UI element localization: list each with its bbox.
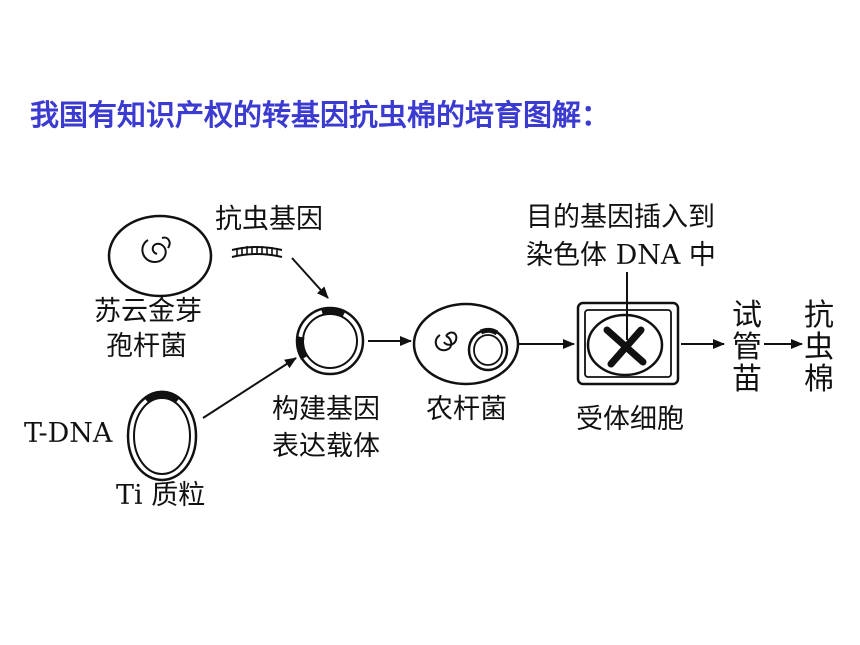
insect-resistant-cotton-label: 抗虫棉 — [804, 298, 834, 397]
bacillus-label-line2: 孢杆菌 — [106, 331, 187, 362]
bt-gene-fragment — [231, 246, 283, 258]
arrow-gene-to-vector — [291, 257, 329, 299]
vector-label-line1: 构建基因 — [272, 394, 380, 425]
agrobacterium-cell — [412, 302, 520, 386]
bacillus-label-line1: 苏云金芽 — [94, 296, 202, 327]
bacillus-cell — [107, 214, 213, 298]
bacillus-dna-icon — [141, 236, 171, 264]
vector-label-line2: 表达载体 — [272, 431, 380, 462]
arrow-plasmid-to-vector — [202, 357, 297, 419]
agrobacterium-plasmid-ring — [467, 327, 509, 372]
recipient-cell-label: 受体细胞 — [576, 404, 684, 435]
page-title: 我国有知识产权的转基因抗虫棉的培育图解： — [30, 98, 611, 132]
insert-label-line2: 染色体 DNA 中 — [526, 240, 716, 271]
bt-gene-label: 抗虫基因 — [215, 204, 323, 235]
insert-label-line1: 目的基因插入到 — [526, 202, 715, 233]
test-tube-seedling-label: 试管苗 — [732, 298, 762, 397]
ti-plasmid-label: Ti 质粒 — [116, 480, 206, 511]
ti-plasmid-ring — [126, 390, 198, 482]
t-dna-label: T-DNA — [24, 418, 113, 449]
chromosome-icon — [603, 326, 647, 368]
expression-vector-ring — [295, 306, 365, 376]
agrobacterium-chromosome-icon — [434, 331, 458, 352]
agrobacterium-label: 农杆菌 — [426, 394, 507, 425]
